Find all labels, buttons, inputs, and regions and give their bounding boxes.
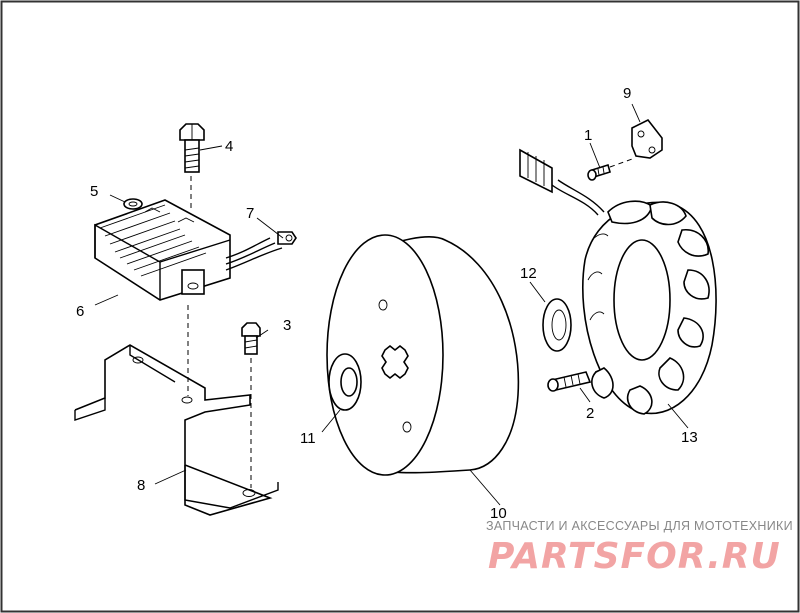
callout-3: 3 — [283, 317, 291, 334]
part-10-rotor — [326, 234, 520, 476]
part-12-washer — [542, 298, 572, 352]
part-9-clamp — [631, 118, 663, 159]
part-4-bolt — [179, 123, 205, 173]
callout-7: 7 — [246, 205, 254, 222]
callout-13: 13 — [681, 429, 698, 446]
part-6-regulator — [94, 199, 297, 301]
part-13-stator — [519, 148, 717, 415]
callout-11: 11 — [300, 430, 316, 447]
callout-5: 5 — [90, 183, 98, 200]
part-5-washer — [123, 198, 143, 210]
callout-1: 1 — [584, 127, 592, 144]
part-1-screw — [587, 163, 611, 181]
leader-lines — [94, 103, 689, 506]
part-3-bolt — [241, 322, 261, 355]
callout-10: 10 — [490, 505, 507, 522]
axis-bolt-2 — [591, 369, 601, 374]
callout-4: 4 — [225, 138, 233, 155]
axis-screw-1 — [609, 157, 636, 168]
part-11-spacer — [328, 353, 362, 411]
callout-6: 6 — [76, 303, 84, 320]
watermark-logo: PARTSFOR.RU — [488, 536, 781, 577]
callout-2: 2 — [586, 405, 594, 422]
callout-8: 8 — [137, 477, 145, 494]
callout-9: 9 — [623, 85, 631, 102]
watermark-tagline: ЗАПЧАСТИ И АКСЕССУАРЫ ДЛЯ МОТОТЕХНИКИ — [486, 519, 793, 533]
part-2-bolt — [547, 371, 592, 392]
callout-12: 12 — [520, 265, 537, 282]
part-8-bracket — [74, 344, 279, 516]
